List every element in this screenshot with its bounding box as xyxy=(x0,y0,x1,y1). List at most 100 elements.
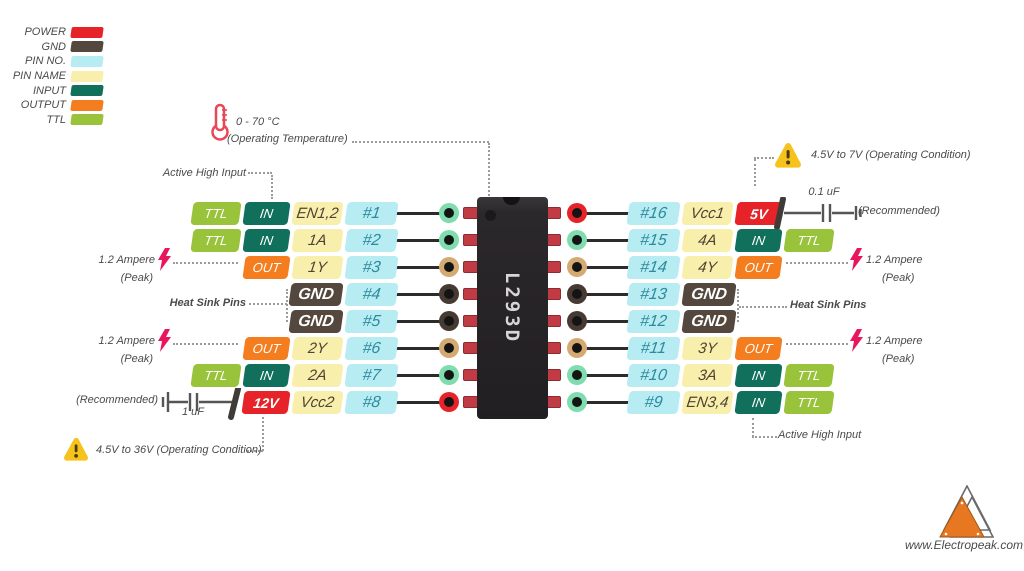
cap-right-value: 0.1 uF xyxy=(808,186,840,198)
amp-peak-label: (Peak) xyxy=(120,272,153,284)
warning-icon-top xyxy=(775,142,801,168)
connector-line xyxy=(262,417,264,451)
amp-value: 1.2 Ampere xyxy=(98,334,155,347)
pin-cell-pin_no: #3 xyxy=(344,255,399,279)
connector-line xyxy=(247,450,263,452)
pin-cell-pin_no: #7 xyxy=(344,363,399,387)
pin-cell-ttl: TTL xyxy=(190,201,242,225)
pin-wire xyxy=(394,346,451,350)
operating-temperature-label: (Operating Temperature) xyxy=(227,133,348,145)
connector-line xyxy=(737,289,739,322)
pin-cell-pin_no: #6 xyxy=(344,336,399,360)
pin-cell-pin_name: 1A xyxy=(291,228,344,252)
cap-left-value: 1 uF xyxy=(181,406,204,418)
amp-peak-right-1: 1.2 Ampere (Peak) xyxy=(850,248,970,285)
pin-solder-dot xyxy=(567,365,587,385)
pin-cell-pin_no: #5 xyxy=(344,309,399,333)
pin-cell-pin_name: 2Y xyxy=(291,336,344,360)
pin-solder-dot-center xyxy=(444,370,454,380)
heat-sink-pins-right-label: Heat Sink Pins xyxy=(790,299,867,311)
pin-cell-pin_name: 3A xyxy=(681,363,734,387)
legend-swatch-pin_name xyxy=(70,70,104,82)
pin-cell-pin_no: #2 xyxy=(344,228,399,252)
electropeak-logo xyxy=(939,485,995,538)
pin-solder-dot-center xyxy=(572,235,582,245)
chip-pin1-dimple xyxy=(485,210,496,221)
legend-row: GND xyxy=(0,40,104,55)
pin-cell-pin_name: 1Y xyxy=(291,255,344,279)
pin-solder-dot-center xyxy=(572,397,582,407)
pin-cell-pin_name: Vcc1 xyxy=(681,201,734,225)
pin-solder-dot xyxy=(567,230,587,250)
amp-value: 1.2 Ampere xyxy=(866,334,923,347)
connector-line xyxy=(752,418,754,437)
legend-row: PIN NO. xyxy=(0,54,104,69)
pin-cell-pin_no: #4 xyxy=(344,282,399,306)
active-high-input-bottom-label: Active High Input xyxy=(778,429,862,441)
pin-cell-pin_name: EN1,2 xyxy=(291,201,344,225)
pin-solder-dot-center xyxy=(444,316,454,326)
pin-cell-ttl: TTL xyxy=(190,228,242,252)
pin-wire xyxy=(577,265,629,269)
amp-peak-left-2: 1.2 Ampere (Peak) xyxy=(55,329,171,366)
pin-cell-input: IN xyxy=(734,390,783,414)
pin-cell-pin_no: #14 xyxy=(626,255,681,279)
amp-peak-right-2: 1.2 Ampere (Peak) xyxy=(850,329,970,366)
pin-solder-dot-center xyxy=(444,235,454,245)
pin-solder-dot xyxy=(567,284,587,304)
connector-line xyxy=(249,303,287,305)
pin-wire xyxy=(394,319,451,323)
cap-left-recommended-label: (Recommended) xyxy=(76,394,158,406)
pin-cell-pin_no: #1 xyxy=(344,201,399,225)
pin-solder-dot-center xyxy=(444,289,454,299)
amp-value: 1.2 Ampere xyxy=(98,253,155,266)
capacitor-symbol-right xyxy=(774,197,862,229)
legend-label: GND xyxy=(41,40,66,53)
pin-cell-pin_no: #13 xyxy=(626,282,681,306)
connector-line xyxy=(752,436,777,438)
chip-label: L293D xyxy=(501,271,524,345)
chip-notch xyxy=(503,197,520,205)
thermometer-icon xyxy=(211,103,229,141)
pin-solder-dot-center xyxy=(572,289,582,299)
legend-swatch-pin_no xyxy=(70,55,104,67)
lightning-icon xyxy=(850,248,863,271)
pin-solder-dot-center xyxy=(572,343,582,353)
pin-cell-ttl: TTL xyxy=(783,363,835,387)
warning-icon-bottom xyxy=(63,437,89,461)
legend-label: POWER xyxy=(24,26,66,39)
pin-wire xyxy=(394,292,451,296)
amp-peak-label: (Peak) xyxy=(882,272,915,284)
pin-cell-pin_no: #11 xyxy=(626,336,681,360)
pin-solder-dot xyxy=(439,257,459,277)
website-text: www.Electropeak.com xyxy=(905,538,1024,552)
pin-cell-input: IN xyxy=(242,228,291,252)
pin-wire xyxy=(577,238,629,242)
pin-cell-gnd: GND xyxy=(288,309,344,333)
pin-wire xyxy=(577,373,629,377)
connector-line xyxy=(786,262,848,264)
lightning-icon xyxy=(158,248,171,271)
pin-solder-dot xyxy=(439,311,459,331)
heat-sink-pins-left-label: Heat Sink Pins xyxy=(169,297,246,309)
pin-wire xyxy=(394,211,451,215)
pin-solder-dot xyxy=(567,311,587,331)
pin-cell-input: IN xyxy=(734,363,783,387)
pin-cell-pin_no: #12 xyxy=(626,309,681,333)
pin-solder-dot-center xyxy=(444,208,454,218)
connector-line xyxy=(248,172,272,174)
pin-solder-dot xyxy=(439,365,459,385)
pin-wire xyxy=(577,292,629,296)
pin-cell-input: IN xyxy=(242,363,291,387)
legend-swatch-power xyxy=(70,26,104,38)
pin-solder-dot-center xyxy=(444,262,454,272)
connector-line xyxy=(786,343,848,345)
pin-cell-ttl: TTL xyxy=(783,390,835,414)
